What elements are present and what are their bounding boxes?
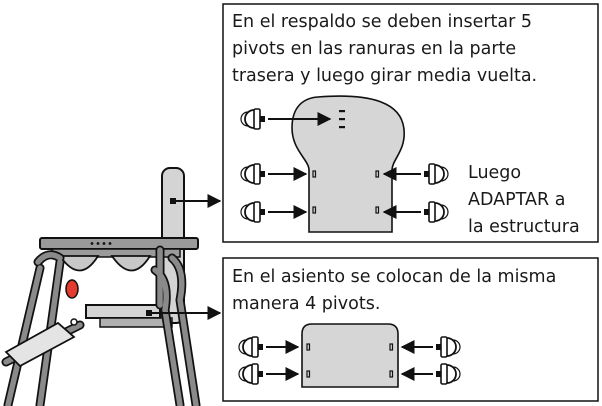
adapt-note-line-1: Luego: [468, 163, 521, 183]
chair-armpad-left: [58, 255, 100, 272]
backrest-line-3: trasera y luego girar media vuelta.: [232, 66, 537, 86]
backrest-instruction: En el respaldo se deben insertar 5 pivot…: [232, 12, 538, 86]
seat-slots: [306, 343, 394, 378]
backrest-side-slots: [312, 170, 380, 214]
seat-insert-arrows: [266, 340, 433, 381]
seat-line-1: En el asiento se colocan de la misma: [232, 267, 556, 287]
chair-armpad-right: [110, 255, 152, 272]
adapt-note-line-3: la estructura: [468, 217, 580, 237]
seat-diagram: [301, 323, 399, 388]
backrest-panel: En el respaldo se deben insertar 5 pivot…: [222, 3, 599, 243]
chair-illustration: [1, 167, 201, 406]
seat-instruction: En el asiento se colocan de la misma man…: [232, 267, 562, 314]
backrest-pivot-dot: [170, 198, 176, 204]
chair-frame: [3, 247, 199, 406]
backrest-line-1: En el respaldo se deben insertar 5: [232, 12, 532, 32]
insert-arrows: [268, 112, 421, 219]
chair-footrest: [4, 321, 76, 368]
adapt-note-line-2: ADAPTAR a: [468, 190, 565, 210]
seat-pivot-dot: [146, 310, 152, 316]
seat-line-2: manera 4 pivots.: [232, 294, 380, 314]
chair-tray: [39, 237, 199, 250]
backrest-line-2: pivots en las ranuras en la parte: [232, 39, 516, 59]
backrest-top-slots: [339, 110, 345, 129]
backrest-panel-frame: [222, 3, 599, 243]
chair-red-knob: [65, 279, 79, 299]
seat-panel: En el asiento se colocan de la misma man…: [222, 257, 599, 402]
tray-holes: [90, 242, 112, 245]
adapt-note: Luego ADAPTAR a la estructura: [468, 163, 580, 237]
